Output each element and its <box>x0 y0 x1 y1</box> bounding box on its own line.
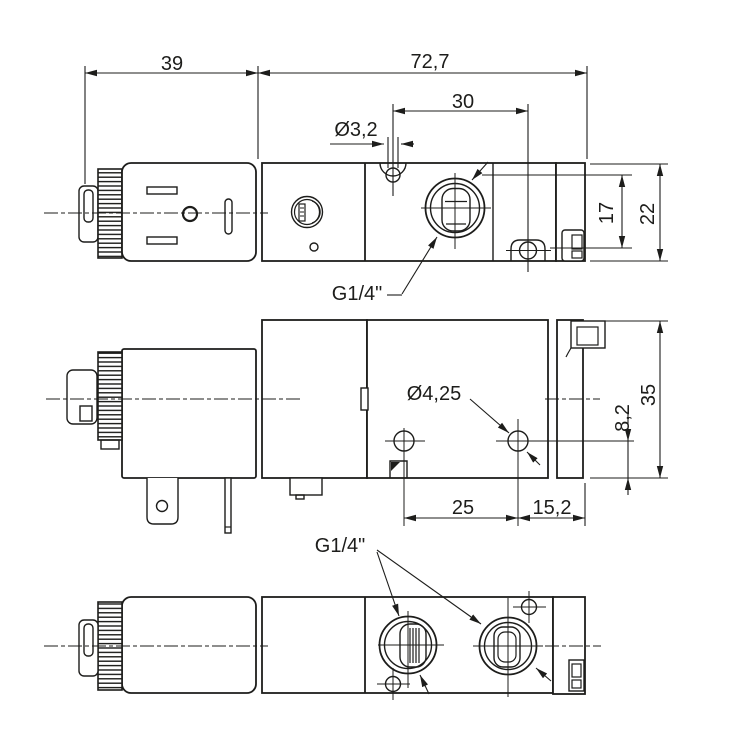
pilot-hole-right <box>513 591 546 623</box>
cable-gland-slot <box>83 623 94 657</box>
port-leader-arrow <box>471 161 489 181</box>
dim-4-25-leader <box>469 398 510 434</box>
dim-22-label: 22 <box>637 203 659 225</box>
mounting-clip <box>568 659 585 692</box>
g14-bottom-leader-1 <box>376 551 400 617</box>
connector-pin <box>224 477 232 534</box>
connector-body <box>121 596 257 694</box>
connector-body <box>121 348 257 479</box>
knurl-step <box>100 439 120 450</box>
port-right-arrow <box>535 667 552 682</box>
solenoid-terminal-block <box>289 477 323 500</box>
solenoid-body <box>261 319 368 479</box>
connector-screw <box>181 205 199 223</box>
label-g14-bottom: G1/4" <box>315 535 365 557</box>
manual-override-button <box>290 195 324 229</box>
cable-gland-slot <box>83 189 94 223</box>
dim-extension-lines-top <box>84 66 668 272</box>
centerlines-side-view <box>46 398 634 526</box>
mounting-clip <box>561 229 585 262</box>
port-g14-right <box>473 598 543 697</box>
view-top: 39 72,7 30 Ø3,2 17 22 G1/4" <box>44 51 668 305</box>
dim-30-label: 30 <box>452 91 474 113</box>
dim-17-label: 17 <box>596 202 618 224</box>
dim-8-2-label: 8,2 <box>612 404 634 432</box>
dim-15-2-label: 15,2 <box>533 497 572 519</box>
cable-gland <box>78 619 99 677</box>
dim-4-25-leader-arrow2 <box>526 451 541 466</box>
connector-body <box>121 162 257 262</box>
connector-tab <box>146 478 179 525</box>
knurled-ring <box>97 351 123 441</box>
connector-vent-slot <box>224 198 233 235</box>
g14-top-leader <box>401 236 438 295</box>
label-g14-top: G1/4" <box>332 283 382 305</box>
dim-39-label: 39 <box>161 53 183 75</box>
dim-25-label: 25 <box>452 497 474 519</box>
g14-bottom-leader-2 <box>376 549 482 625</box>
port-g14-top <box>421 173 491 249</box>
cable-gland <box>66 369 98 425</box>
indicator-hole <box>309 242 319 252</box>
dim-72-7-label: 72,7 <box>411 51 450 73</box>
view-side: Ø4,25 25 15,2 8,2 35 <box>46 319 668 534</box>
solenoid-joint-notch <box>360 387 369 411</box>
connector-slot <box>146 236 178 245</box>
dim-35-label: 35 <box>638 384 660 406</box>
connector-slot <box>146 186 178 195</box>
mounting-clip <box>565 320 606 358</box>
cable-gland <box>78 185 99 243</box>
port-g14-left <box>378 611 444 688</box>
dim-3-2-label: Ø3,2 <box>334 119 377 141</box>
cable-gland-inner <box>79 405 93 422</box>
pilot-hole-left <box>377 668 410 700</box>
bottom-notch <box>389 460 408 478</box>
dim-4-25-label: Ø4,25 <box>407 383 461 405</box>
port-left-arrow <box>419 674 430 695</box>
view-bottom: G1/4" <box>44 535 601 700</box>
